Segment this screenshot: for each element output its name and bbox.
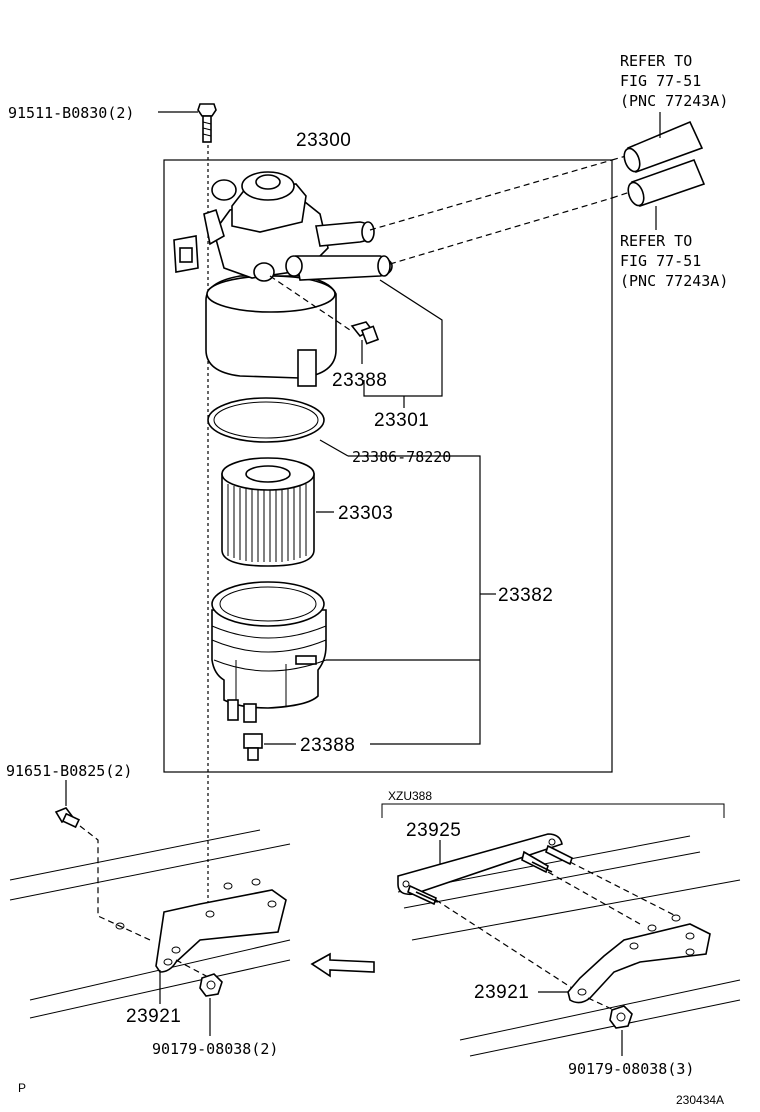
label-assembly: 23300 [296,130,351,151]
label-nut-left: 90179-08038(2) [152,1040,278,1058]
label-bracket-variant: 23925 [406,820,461,841]
dash-plug [269,275,351,331]
label-variant: XZU388 [388,789,432,803]
plug-lower[interactable] [243,733,263,761]
assembly-frame [163,159,613,773]
label-case: 23382 [498,585,553,606]
label-bolt-top: 91511-B0830(2) [8,104,134,122]
plug-upper[interactable] [350,321,380,345]
label-plug-upper: 23388 [332,370,387,391]
bolt-top[interactable] [197,103,217,143]
hose-lower[interactable] [625,158,706,208]
bracket-right[interactable] [567,914,711,1004]
bracket-left[interactable] [115,878,287,973]
leader-head [363,279,443,397]
label-corner-mark: P [18,1081,26,1095]
nut-left[interactable] [199,973,223,997]
label-plug-lower: 23388 [300,735,355,756]
label-refer2-line2: FIG 77-51 [620,252,701,270]
bracket-variant[interactable] [397,833,573,906]
label-nut-right: 90179-08038(3) [568,1060,694,1078]
dash-variant-2 [547,871,641,925]
label-bracket-right: 23921 [474,982,529,1003]
label-bolt-left: 91651-B0825(2) [6,762,132,780]
dash-pipe-1 [369,159,613,231]
label-head: 23301 [374,410,429,431]
label-bracket-left: 23921 [126,1006,181,1027]
dash-bolt-left [79,825,151,941]
label-refer2-line3: (PNC 77243A) [620,272,728,290]
dash-pipe-2 [389,197,613,265]
dash-nut-left [175,959,211,979]
label-figure-id: 230434A [676,1093,724,1107]
hose-upper[interactable] [621,120,704,174]
leader-bracket-main [348,455,481,745]
filter-case[interactable] [211,581,327,723]
dash-pipe-2b [611,191,631,199]
nut-right[interactable] [609,1005,633,1029]
filter-element[interactable] [221,457,315,567]
dash-nut-right [587,997,619,1013]
variant-bracket [381,803,725,818]
leader-oring [319,439,349,457]
dash-variant-1 [435,899,573,989]
label-refer1-line1: REFER TO [620,52,692,70]
label-element: 23303 [338,503,393,524]
label-refer1-line3: (PNC 77243A) [620,92,728,110]
o-ring[interactable] [207,397,325,443]
label-refer2-line1: REFER TO [620,232,692,250]
bolt-left[interactable] [54,807,81,829]
filter-head[interactable] [173,171,393,387]
label-oring: 23386-78220 [352,448,451,466]
direction-arrow [310,952,375,978]
label-refer1-line2: FIG 77-51 [620,72,701,90]
